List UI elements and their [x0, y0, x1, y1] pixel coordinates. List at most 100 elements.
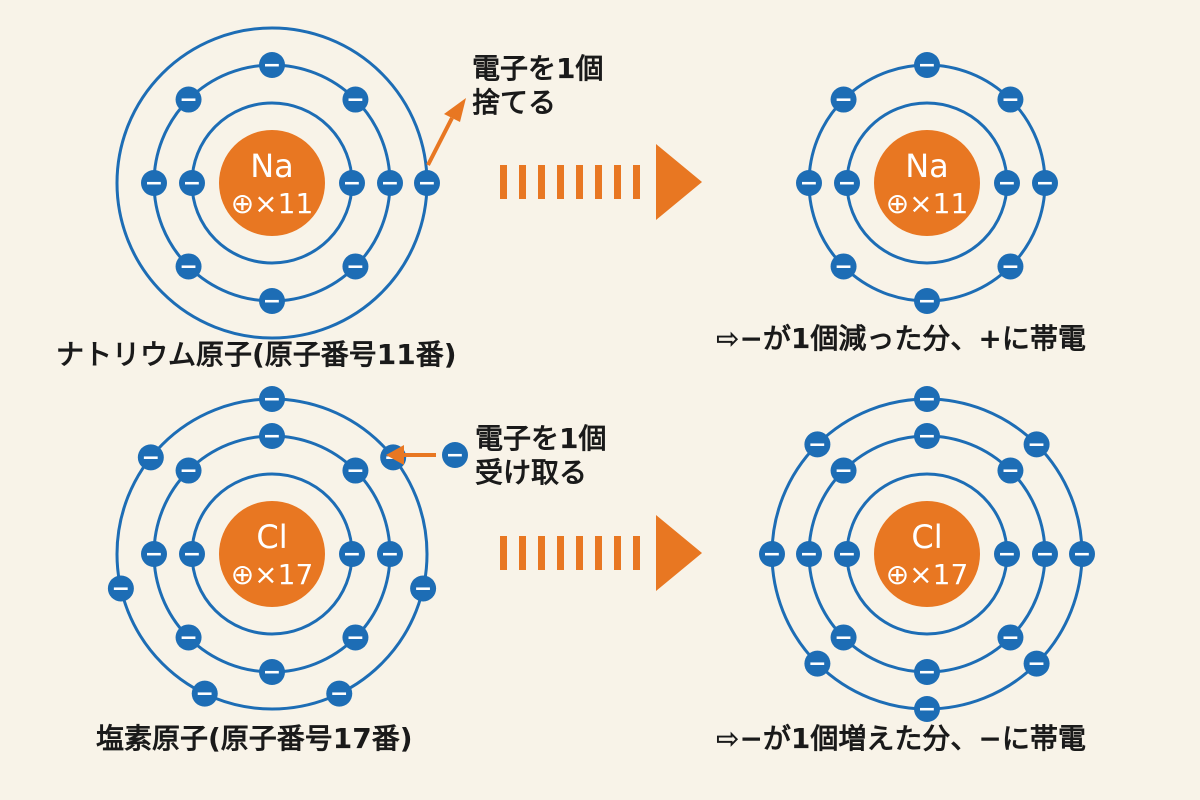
electron-icon: −: [339, 541, 365, 567]
electron-icon: −: [830, 457, 857, 484]
electron-icon: −: [830, 253, 857, 280]
svg-text:−: −: [142, 445, 160, 470]
na-note-line-2: 捨てる: [472, 86, 557, 119]
na-note-line-1: 電子を1個: [472, 52, 604, 85]
electron-icon: −: [1023, 650, 1050, 677]
electron-icon: −: [914, 52, 940, 78]
svg-text:−: −: [343, 171, 361, 196]
electron-icon: −: [107, 575, 134, 602]
svg-text:−: −: [834, 625, 852, 650]
element-symbol: Na: [250, 147, 294, 185]
svg-text:−: −: [179, 254, 197, 279]
electron-icon: −: [259, 659, 285, 685]
electron-icon: −: [1032, 541, 1058, 567]
svg-text:−: −: [918, 289, 936, 314]
electron-icon: −: [179, 170, 205, 196]
electron-icon: −: [377, 541, 403, 567]
svg-text:−: −: [998, 542, 1016, 567]
nucleus: [874, 130, 980, 236]
electron-icon: −: [1023, 431, 1050, 458]
electron-out-arrow: [426, 98, 466, 166]
cl-gain-electron-note: 電子を1個 受け取る: [475, 422, 606, 490]
electron-icon: −: [804, 650, 831, 677]
svg-text:−: −: [446, 443, 464, 468]
svg-text:−: −: [1001, 625, 1019, 650]
electron-icon: −: [259, 52, 285, 78]
svg-text:−: −: [179, 459, 197, 484]
electron-icon: −: [997, 457, 1024, 484]
element-symbol: Cl: [256, 518, 287, 556]
svg-text:−: −: [381, 542, 399, 567]
cl-ion-caption: ⇨−が1個増えた分、−に帯電: [716, 722, 1086, 755]
svg-text:−: −: [263, 660, 281, 685]
electron-icon: −: [796, 170, 822, 196]
electron-in-arrow: −: [386, 442, 468, 468]
electron-icon: −: [179, 541, 205, 567]
svg-text:−: −: [808, 432, 826, 457]
na-after-atom: −−−−−−−−−−Na⊕×11: [796, 52, 1058, 314]
svg-text:−: −: [763, 542, 781, 567]
svg-text:−: −: [346, 459, 364, 484]
svg-text:−: −: [263, 289, 281, 314]
svg-text:−: −: [263, 387, 281, 412]
svg-text:−: −: [1001, 254, 1019, 279]
electron-icon: −: [1032, 170, 1058, 196]
cl-transition-arrow: [500, 515, 702, 591]
electron-icon: −: [141, 541, 167, 567]
electron-icon: −: [137, 444, 164, 471]
svg-text:−: −: [1073, 542, 1091, 567]
electron-icon: −: [997, 624, 1024, 651]
cl-note-line-2: 受け取る: [475, 456, 588, 489]
electron-icon: −: [994, 170, 1020, 196]
svg-text:−: −: [179, 88, 197, 113]
proton-count: ⊕×17: [231, 558, 314, 591]
electron-icon: −: [342, 457, 369, 484]
electron-icon: −: [914, 423, 940, 449]
proton-count: ⊕×11: [231, 187, 314, 220]
proton-count: ⊕×11: [886, 187, 969, 220]
svg-text:−: −: [179, 625, 197, 650]
svg-text:−: −: [183, 542, 201, 567]
electron-icon: −: [796, 541, 822, 567]
incoming-electron-icon: −: [442, 442, 468, 468]
electron-icon: −: [997, 86, 1024, 113]
electron-icon: −: [1069, 541, 1095, 567]
cl-atom-caption: 塩素原子(原子番号17番): [96, 722, 413, 755]
svg-text:−: −: [346, 88, 364, 113]
svg-text:−: −: [263, 424, 281, 449]
svg-text:−: −: [1036, 542, 1054, 567]
electron-icon: −: [175, 624, 202, 651]
electron-icon: −: [914, 288, 940, 314]
svg-text:−: −: [414, 576, 432, 601]
na-lose-electron-note: 電子を1個 捨てる: [472, 52, 603, 120]
svg-text:−: −: [918, 387, 936, 412]
electron-icon: −: [994, 541, 1020, 567]
svg-text:−: −: [918, 424, 936, 449]
svg-text:−: −: [808, 652, 826, 677]
svg-text:−: −: [834, 254, 852, 279]
electron-icon: −: [175, 253, 202, 280]
element-symbol: Na: [905, 147, 949, 185]
svg-text:−: −: [1027, 652, 1045, 677]
na-before-atom: −−−−−−−−−−−Na⊕×11: [115, 26, 440, 340]
electron-icon: −: [997, 253, 1024, 280]
svg-text:−: −: [1036, 171, 1054, 196]
svg-text:−: −: [343, 542, 361, 567]
svg-text:−: −: [1001, 88, 1019, 113]
cl-after-atom: −−−−−−−−−−−−−−−−−−Cl⊕×17: [759, 386, 1095, 722]
svg-text:−: −: [346, 254, 364, 279]
nucleus: [874, 501, 980, 607]
svg-text:−: −: [196, 682, 214, 707]
svg-text:−: −: [834, 88, 852, 113]
svg-text:−: −: [418, 171, 436, 196]
electron-icon: −: [339, 170, 365, 196]
element-symbol: Cl: [911, 518, 942, 556]
electron-icon: −: [175, 457, 202, 484]
electron-icon: −: [830, 624, 857, 651]
svg-text:−: −: [145, 171, 163, 196]
electron-icon: −: [191, 680, 218, 707]
svg-text:−: −: [800, 171, 818, 196]
electron-icon: −: [914, 386, 940, 412]
electron-icon: −: [342, 624, 369, 651]
